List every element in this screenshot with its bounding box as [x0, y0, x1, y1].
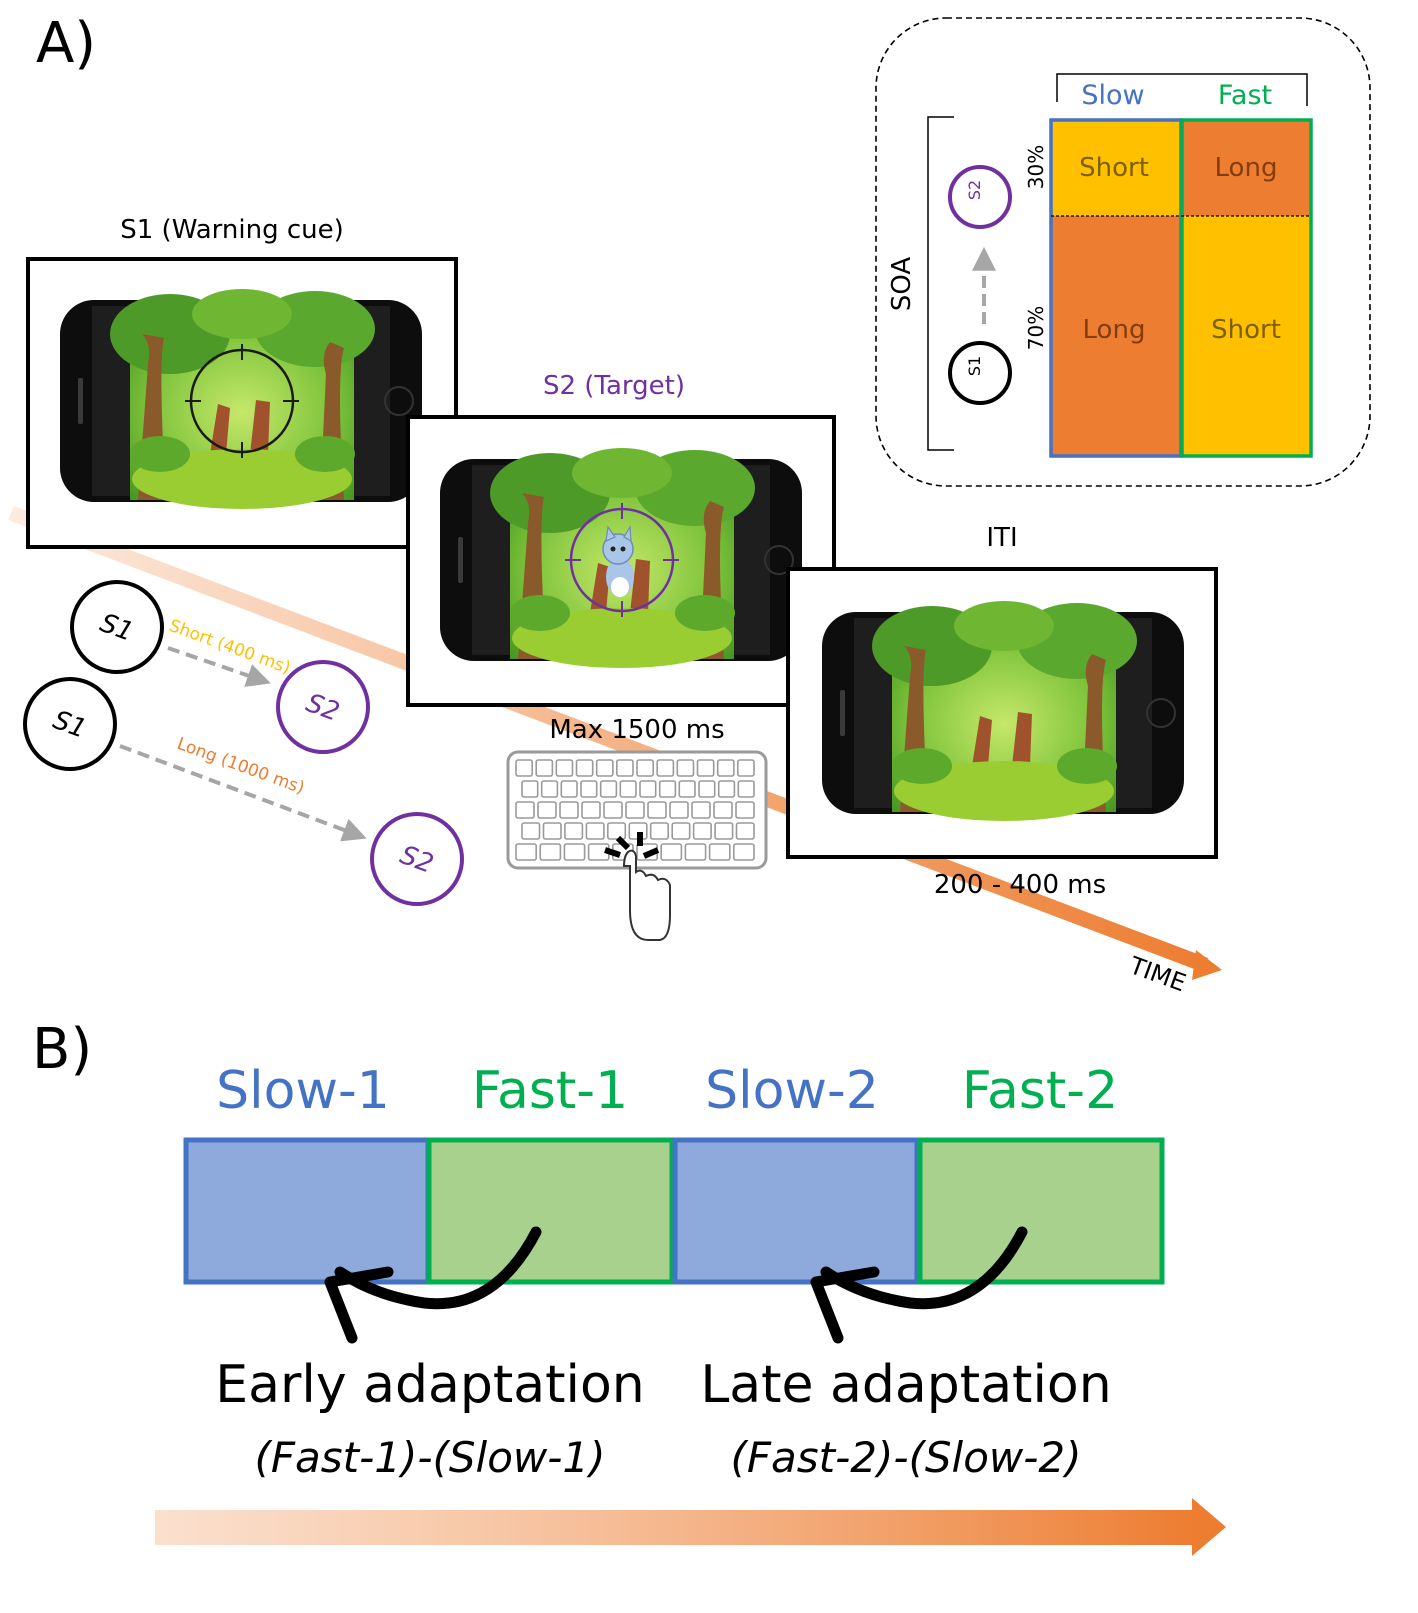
pct-top-label: 30% [1024, 145, 1048, 189]
cell-fast-top [1183, 120, 1311, 216]
fast-top-label: Long [1215, 153, 1278, 183]
early-adaptation-formula: (Fast-1)-(Slow-1) [254, 1433, 605, 1482]
s1-screen [26, 257, 458, 549]
slow-top-label: Short [1079, 153, 1149, 183]
late-adaptation-formula: (Fast-2)-(Slow-2) [730, 1433, 1081, 1482]
block-label-slow-2: Slow-2 [705, 1061, 879, 1121]
inset-s2: S2 [965, 180, 984, 200]
cat-icon [602, 525, 634, 597]
s2-screen [406, 415, 836, 707]
slow-bottom-label: Long [1083, 315, 1146, 345]
keyboard-icon [506, 750, 768, 870]
block-label-fast-2: Fast-2 [962, 1061, 1118, 1121]
block-fast-1 [426, 1137, 675, 1285]
pct-bottom-label: 70% [1024, 306, 1048, 350]
block-slow-1 [183, 1137, 431, 1285]
soa-axis-label: SOA [887, 257, 917, 312]
block-label-fast-1: Fast-1 [472, 1061, 628, 1121]
pointing-hand-icon [604, 832, 671, 941]
iti-duration-label: 200 - 400 ms [934, 870, 1106, 900]
panel-a-label: A) [36, 11, 96, 76]
early-curved-arrow-icon [324, 1226, 542, 1344]
block-slow-2 [672, 1137, 920, 1285]
iti-caption: ITI [986, 523, 1017, 553]
fast-bottom-label: Short [1211, 315, 1281, 345]
soa-inset: Slow Fast Short Long Long Short 30% 70% … [875, 17, 1371, 487]
cell-fast-bottom [1183, 216, 1311, 456]
panel-b-label: B) [32, 1017, 92, 1082]
cell-slow-bottom [1051, 216, 1181, 456]
col-slow-label: Slow [1081, 80, 1144, 111]
crosshair-icon [565, 503, 679, 617]
col-fast-label: Fast [1218, 80, 1272, 111]
late-adaptation-title: Late adaptation [700, 1355, 1111, 1415]
response-window-label: Max 1500 ms [549, 715, 724, 745]
late-curved-arrow-icon [810, 1226, 1028, 1344]
cell-slow-top [1051, 120, 1181, 216]
s2-caption: S2 (Target) [543, 371, 685, 401]
inset-s1: S1 [965, 356, 984, 376]
iti-screen [786, 567, 1218, 859]
s1-caption: S1 (Warning cue) [120, 215, 344, 245]
block-label-slow-1: Slow-1 [216, 1061, 390, 1121]
crosshair-icon [185, 344, 299, 458]
block-fast-2 [917, 1137, 1165, 1285]
long-soa-label: Long (1000 ms) [174, 734, 307, 799]
progression-arrow [155, 1498, 1226, 1556]
sequence-diagram: S1 Short (400 ms) S2 S1 Long (1000 ms) S… [23, 580, 464, 906]
early-adaptation-title: Early adaptation [215, 1355, 644, 1415]
